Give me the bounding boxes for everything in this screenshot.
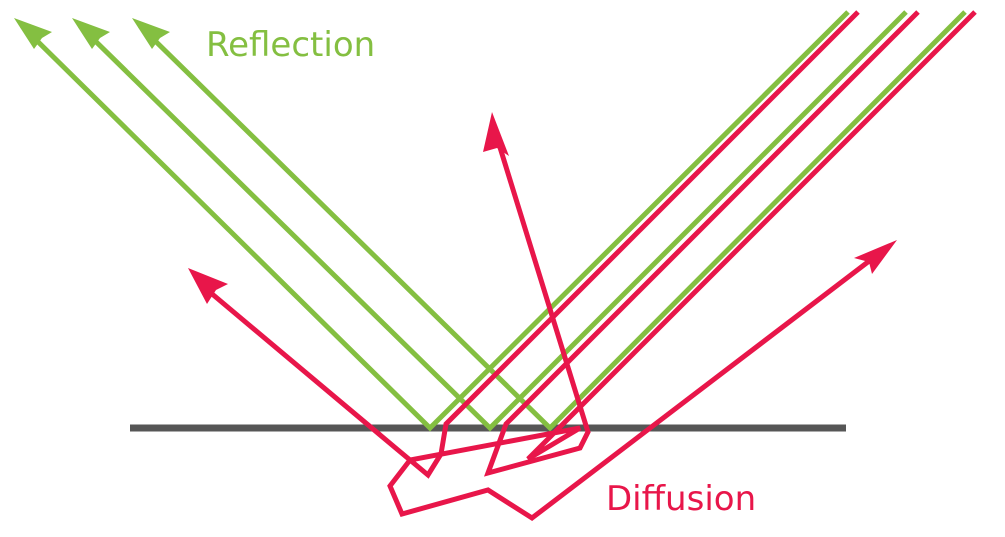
diffusion-arrowhead-3 [854,240,897,274]
diffusion-arrowhead-1 [188,268,228,304]
reflection-arrowhead-3 [132,18,170,49]
reflection-ray-2 [78,10,908,432]
reflection-label: Reflection [206,25,375,65]
reflection-rays [20,10,967,432]
diffusion-ray-3 [387,10,977,522]
diffusion-arrowhead-2 [483,112,509,156]
reflection-ray-3 [138,10,967,432]
reflection-arrowhead-1 [14,18,52,49]
diffusion-label: Diffusion [606,479,756,519]
reflection-arrowhead-2 [72,18,110,49]
diffusion-ray-1 [203,10,860,479]
diffusion-ray-2 [483,10,920,477]
diffusion-arrowheads [188,112,897,304]
reflection-ray-1 [20,10,850,432]
diffusion-rays [203,10,977,522]
reflection-arrowheads [14,18,170,49]
